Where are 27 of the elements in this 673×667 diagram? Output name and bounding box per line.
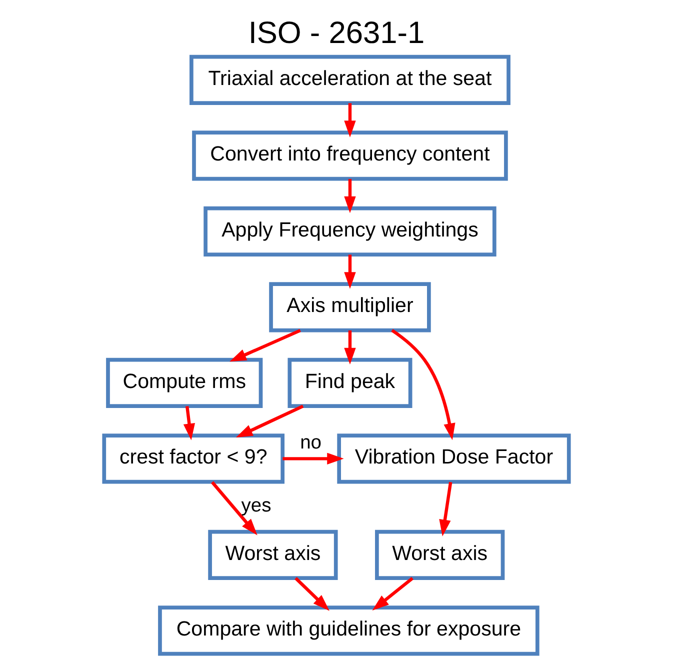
arrow	[344, 254, 356, 289]
arrow	[439, 482, 452, 536]
node-box: Find peak	[288, 358, 412, 408]
node-box: Vibration Dose Factor	[337, 434, 571, 484]
arrow	[282, 452, 344, 465]
arrow	[372, 576, 414, 610]
diagram-title: ISO - 2631-1	[248, 14, 425, 50]
arrow	[236, 404, 304, 438]
arrow	[391, 328, 456, 440]
node-box: Worst axis	[375, 530, 505, 580]
node-box: crest factor < 9?	[102, 434, 284, 484]
node-box: Compare with guidelines for exposure	[158, 606, 540, 656]
node-box: Apply Frequency weightings	[204, 206, 496, 256]
arrow	[344, 330, 356, 365]
node-box: Axis multiplier	[269, 282, 431, 332]
arrow	[211, 481, 258, 536]
node-box: Worst axis	[208, 530, 338, 580]
edge-label: yes	[241, 495, 272, 516]
arrow	[183, 406, 196, 440]
node-box: Convert into frequency content	[192, 130, 508, 181]
edge-label: no	[300, 432, 322, 454]
arrow	[344, 103, 356, 138]
arrow	[294, 577, 330, 611]
arrow	[230, 328, 301, 362]
node-box: Triaxial acceleration at the seat	[190, 54, 510, 105]
node-box: Compute rms	[106, 358, 263, 408]
arrow	[344, 178, 356, 214]
